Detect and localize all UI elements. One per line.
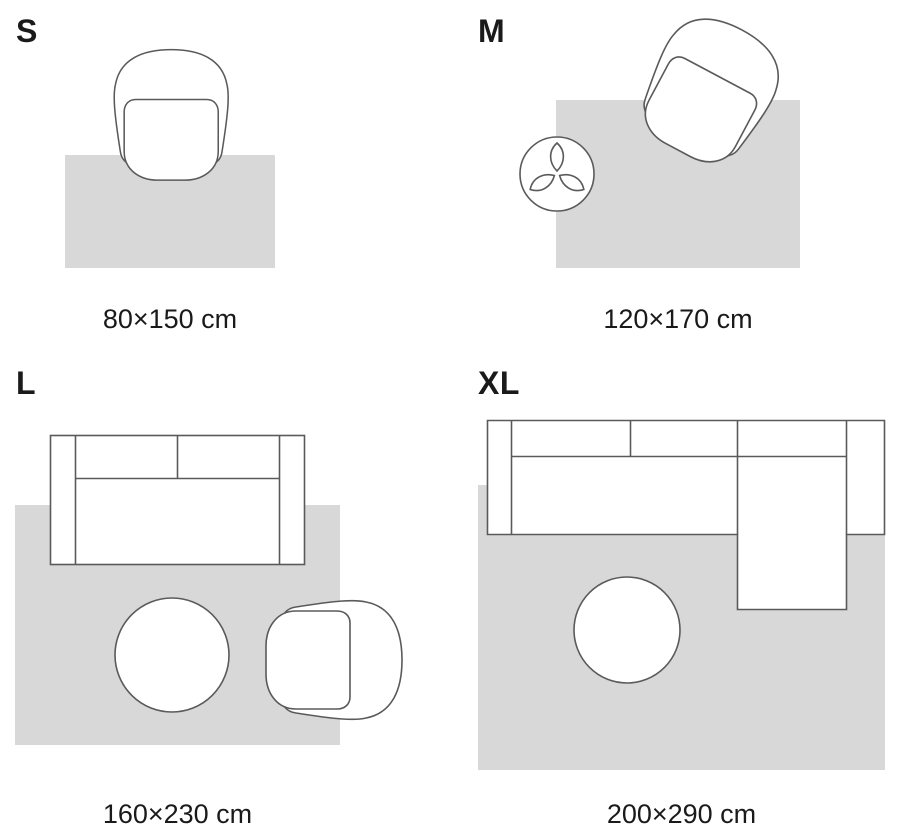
panel-m xyxy=(519,1,800,268)
dimensions-caption-xl: 200×290 cm xyxy=(606,799,757,829)
size-label-m: M xyxy=(478,13,506,49)
size-label-l: L xyxy=(16,365,37,401)
coffee-table-icon xyxy=(114,597,230,713)
sectional-sofa-icon xyxy=(486,419,886,611)
panel-s xyxy=(65,48,275,268)
panel-l xyxy=(15,434,403,745)
plant-icon xyxy=(519,136,595,212)
sofa-icon xyxy=(49,434,306,566)
dimensions-caption-m: 120×170 cm xyxy=(603,304,753,334)
size-label-s: S xyxy=(16,13,38,49)
size-label-xl: XL xyxy=(478,365,520,401)
dimensions-caption-l: 160×230 cm xyxy=(102,799,253,829)
panel-xl xyxy=(478,419,886,770)
armchair-icon xyxy=(113,48,229,181)
dimensions-caption-s: 80×150 cm xyxy=(102,304,238,334)
armchair-icon xyxy=(265,599,403,721)
coffee-table-icon xyxy=(573,576,681,684)
